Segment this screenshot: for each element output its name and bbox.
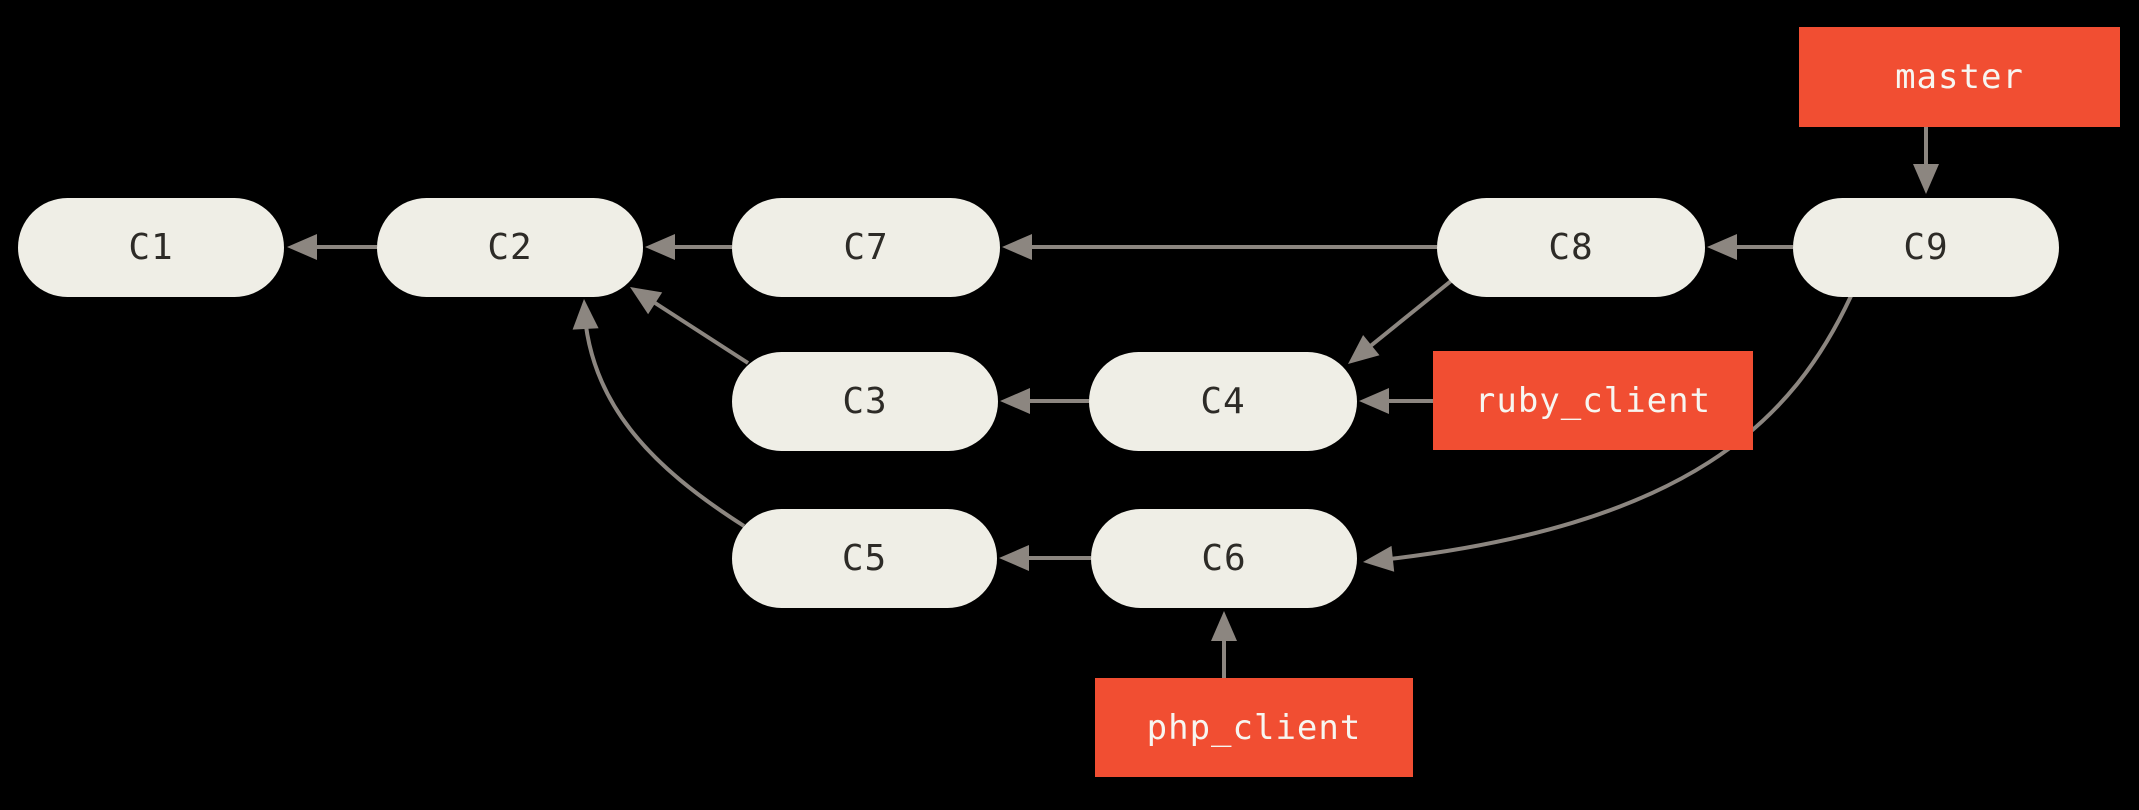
- commit-label-c2: C2: [487, 227, 533, 268]
- arrowhead-icon-c6-c5: [999, 545, 1029, 571]
- commit-node-c9: C9: [1793, 198, 2059, 297]
- edge-c8-c7: [1002, 234, 1437, 260]
- branch-label-php_client: php_client: [1095, 678, 1413, 777]
- edge-php-c6: [1211, 611, 1237, 678]
- edge-c9-c6: [1363, 295, 1853, 572]
- edge-c8-c4: [1348, 279, 1453, 364]
- commit-label-c1: C1: [128, 227, 174, 268]
- commit-label-c3: C3: [842, 381, 888, 422]
- edge-line-c8-c4: [1366, 279, 1453, 350]
- edge-c6-c5: [999, 545, 1091, 571]
- edge-c9-c8: [1707, 234, 1793, 260]
- branch-label-ruby_client: ruby_client: [1433, 351, 1753, 450]
- arrowhead-icon-master-c9: [1913, 164, 1939, 194]
- branch-label-master: master: [1799, 27, 2120, 127]
- arrowhead-icon-php-c6: [1211, 611, 1237, 641]
- commit-node-c1: C1: [18, 198, 284, 297]
- commit-node-c5: C5: [732, 509, 997, 608]
- arrowhead-icon-c7-c2: [645, 234, 675, 260]
- edge-line-c5-c2: [582, 303, 746, 528]
- edge-c2-c1: [287, 234, 377, 260]
- edge-line-c9-c6: [1371, 295, 1853, 563]
- arrowhead-icon-c8-c4: [1348, 335, 1380, 364]
- commit-label-c4: C4: [1200, 381, 1246, 422]
- commit-node-c8: C8: [1437, 198, 1705, 297]
- arrowhead-icon-c3-c2: [630, 287, 663, 315]
- edge-master-c9: [1913, 127, 1939, 194]
- commit-label-c5: C5: [841, 538, 888, 579]
- commit-label-c7: C7: [843, 227, 889, 268]
- commit-node-c4: C4: [1089, 352, 1357, 451]
- edge-c7-c2: [645, 234, 732, 260]
- branch-label-text-php_client: php_client: [1146, 707, 1362, 748]
- commit-label-c9: C9: [1903, 227, 1949, 268]
- commit-label-c6: C6: [1201, 538, 1247, 579]
- arrowhead-icon-c8-c7: [1002, 234, 1032, 260]
- arrowhead-icon-c9-c6: [1363, 545, 1395, 572]
- commit-node-c7: C7: [732, 198, 1000, 297]
- arrowhead-icon-ruby-c4: [1359, 388, 1389, 414]
- edge-line-c3-c2: [650, 299, 750, 365]
- edge-c3-c2: [630, 287, 750, 365]
- arrowhead-icon-c5-c2: [572, 299, 599, 330]
- edge-ruby-c4: [1359, 388, 1433, 414]
- commit-node-c2: C2: [377, 198, 643, 297]
- branch-label-text-ruby_client: ruby_client: [1474, 380, 1712, 421]
- commit-node-c6: C6: [1091, 509, 1357, 608]
- edge-c4-c3: [1000, 388, 1089, 414]
- arrowhead-icon-c9-c8: [1707, 234, 1737, 260]
- commit-node-c3: C3: [732, 352, 998, 451]
- arrowhead-icon-c4-c3: [1000, 388, 1030, 414]
- edge-c5-c2: [572, 299, 746, 528]
- commit-label-c8: C8: [1548, 227, 1594, 268]
- branch-label-text-master: master: [1895, 57, 2024, 97]
- arrowhead-icon-c2-c1: [287, 234, 317, 260]
